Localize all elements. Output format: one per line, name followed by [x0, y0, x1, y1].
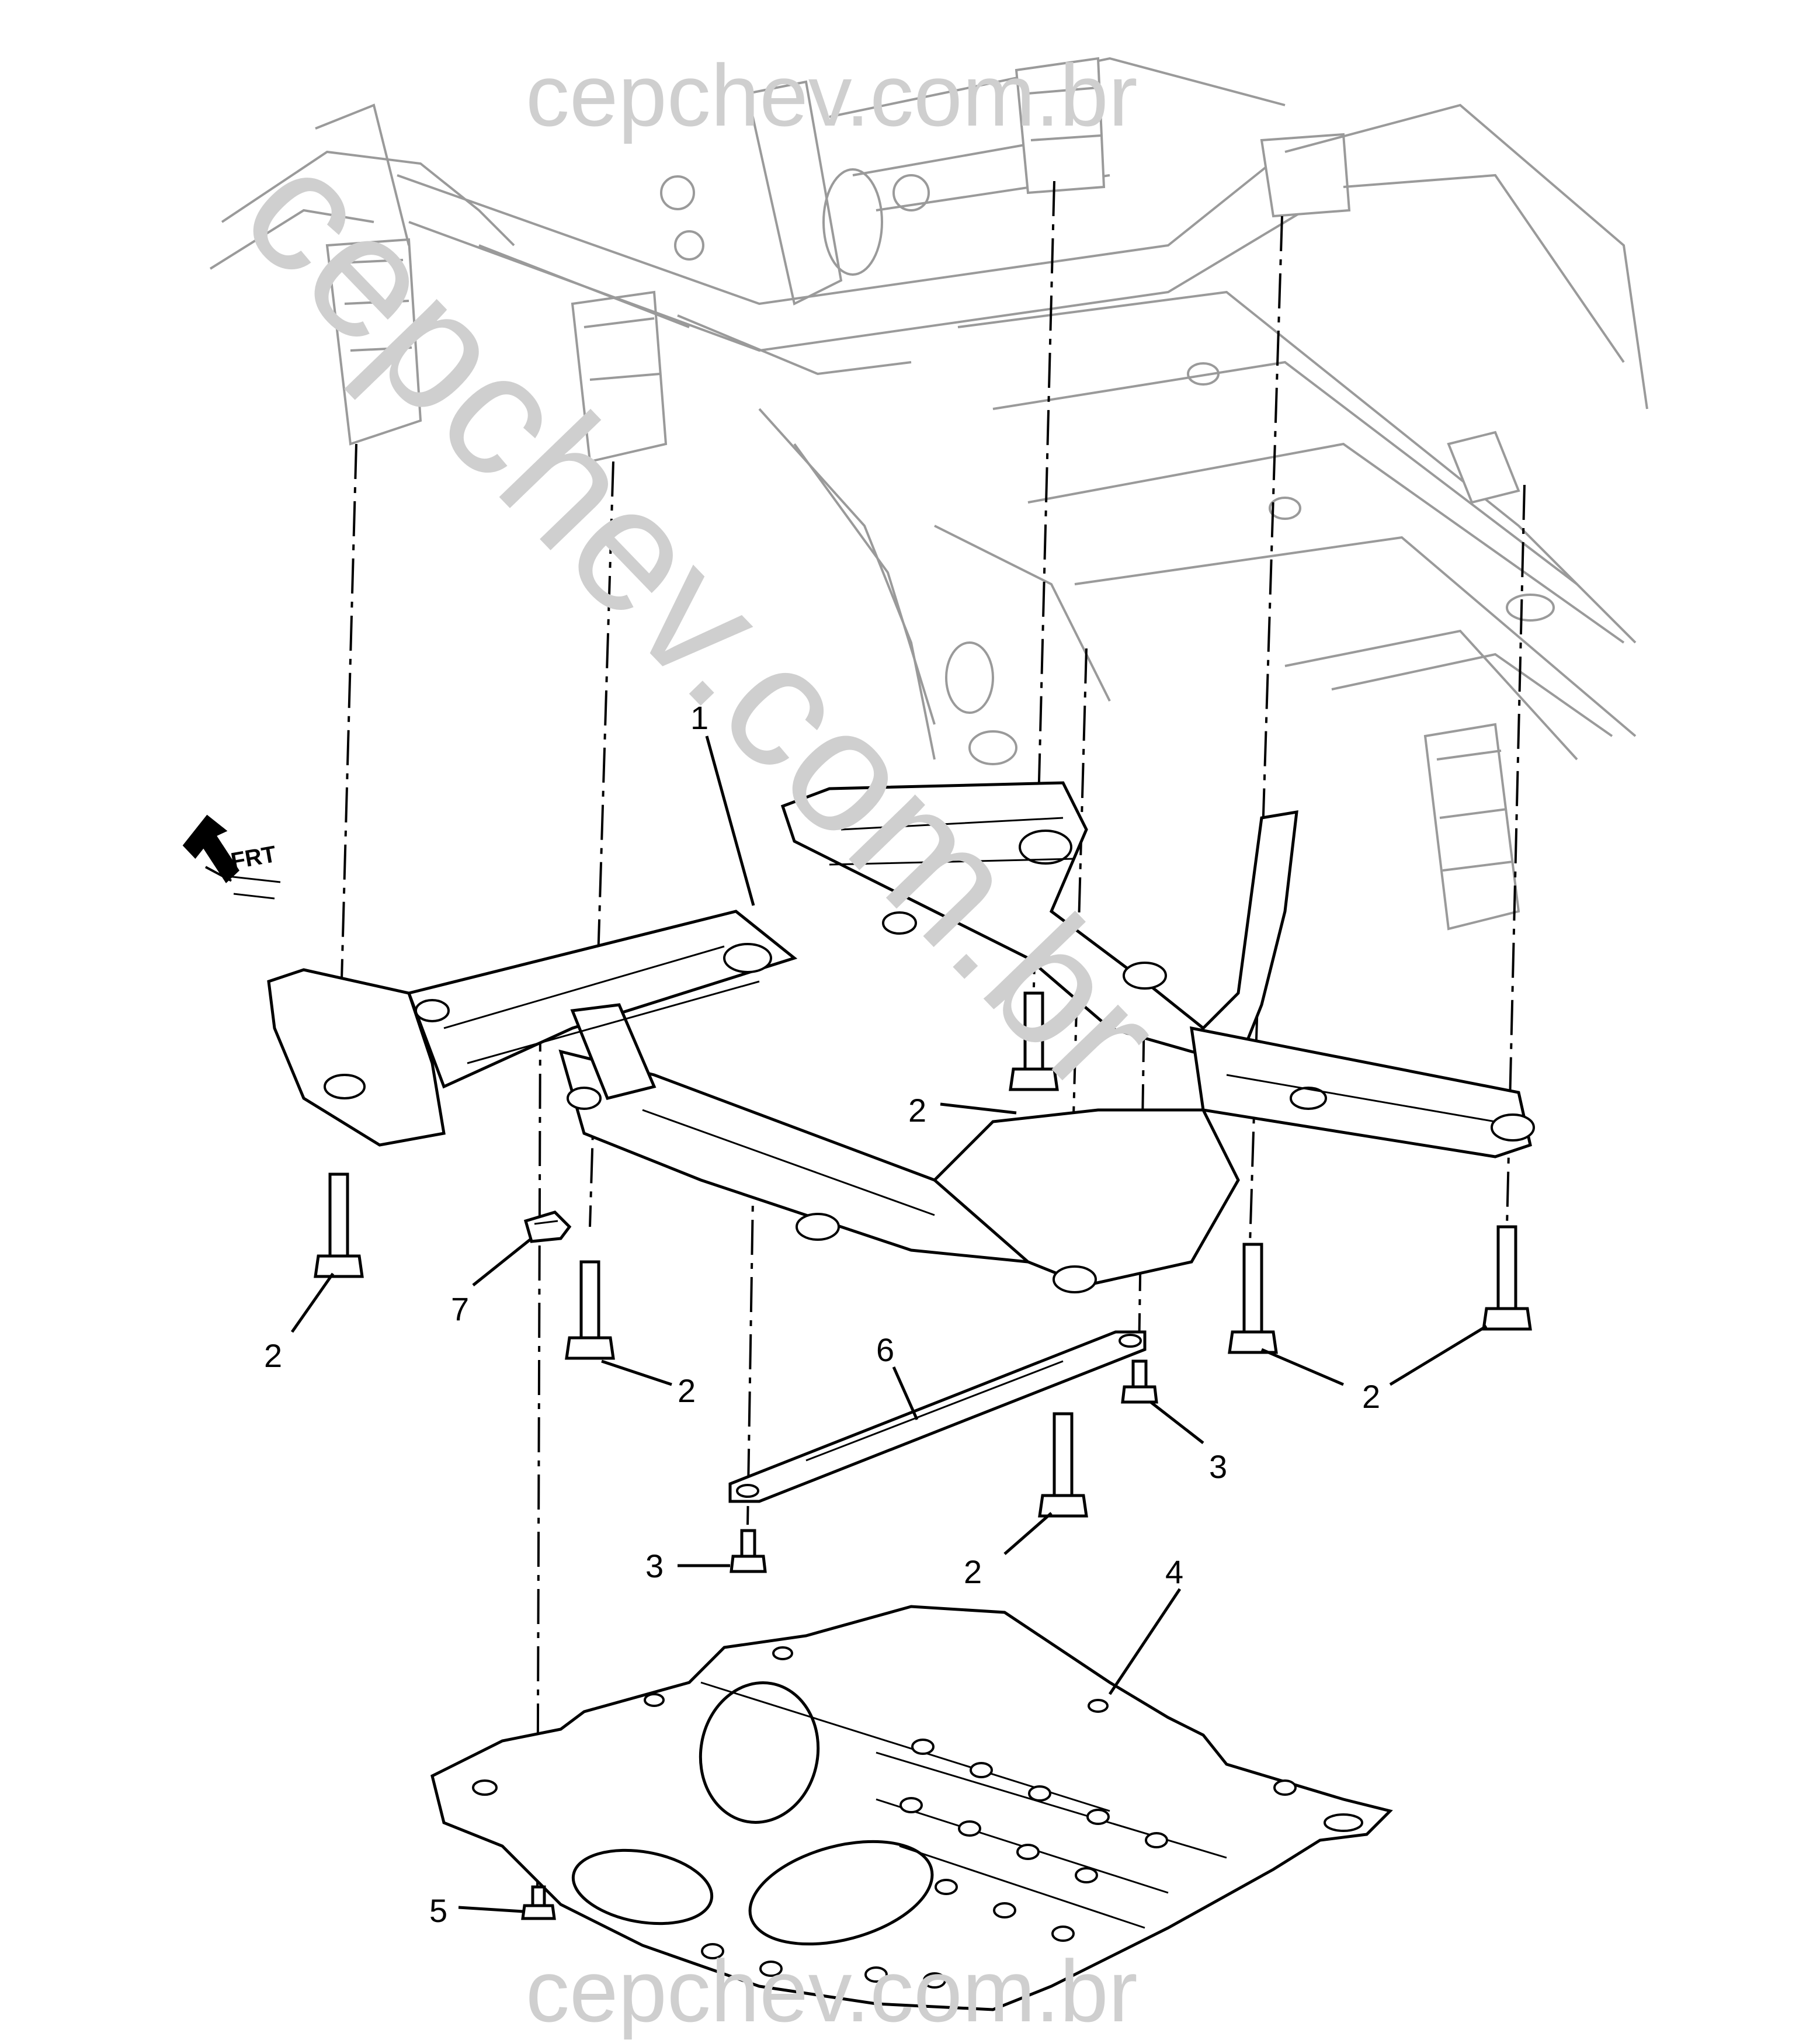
underbody-shield: [430, 1605, 1393, 2011]
callout-3-center: 3: [645, 1548, 664, 1584]
bolt-2-right-b: [1482, 1225, 1532, 1331]
bolt-3-right: [1121, 1359, 1158, 1404]
front-label: FRT: [229, 841, 278, 875]
bolt-2-left-outer: [314, 1172, 364, 1278]
bolt-3-center: [730, 1529, 767, 1573]
bolt-2-center-upper: [1009, 991, 1059, 1091]
fasteners: [314, 991, 1532, 1920]
vehicle-body-underside: [209, 57, 1648, 931]
callout-2-left-inner: 2: [678, 1372, 696, 1409]
front-indicator: FRT: [182, 814, 281, 900]
callout-2-center-lower: 2: [964, 1553, 982, 1590]
callout-2-left-outer: 2: [264, 1337, 282, 1374]
callout-7: 7: [451, 1290, 469, 1327]
callout-2-center-upper: 2: [908, 1092, 926, 1129]
bolt-5-shield: [521, 1885, 556, 1920]
bolt-2-center-lower: [1038, 1412, 1088, 1518]
callout-1: 1: [690, 699, 708, 736]
callout-labels: 1 2 2 7 2 2 3 2 3 6 4 5: [264, 699, 1380, 1929]
leader-lines: [290, 735, 1488, 1913]
front-arrow-icon: [182, 814, 239, 883]
subframe-cradle: [267, 781, 1535, 1293]
clip-7: [523, 1210, 572, 1243]
brace-bar: [728, 1330, 1147, 1503]
callout-6: 6: [876, 1331, 894, 1368]
bolt-2-right-a: [1228, 1243, 1278, 1354]
bolt-2-left-inner: [565, 1260, 615, 1360]
callout-3-right: 3: [1209, 1448, 1227, 1485]
callout-4: 4: [1165, 1553, 1183, 1590]
callout-2-right: 2: [1362, 1378, 1380, 1415]
shield-vent-holes: [472, 1646, 1363, 1989]
watermark-bottom: cepchev.com.br: [526, 1942, 1138, 2040]
watermark-top: cepchev.com.br: [526, 46, 1138, 144]
callout-5: 5: [429, 1892, 447, 1929]
